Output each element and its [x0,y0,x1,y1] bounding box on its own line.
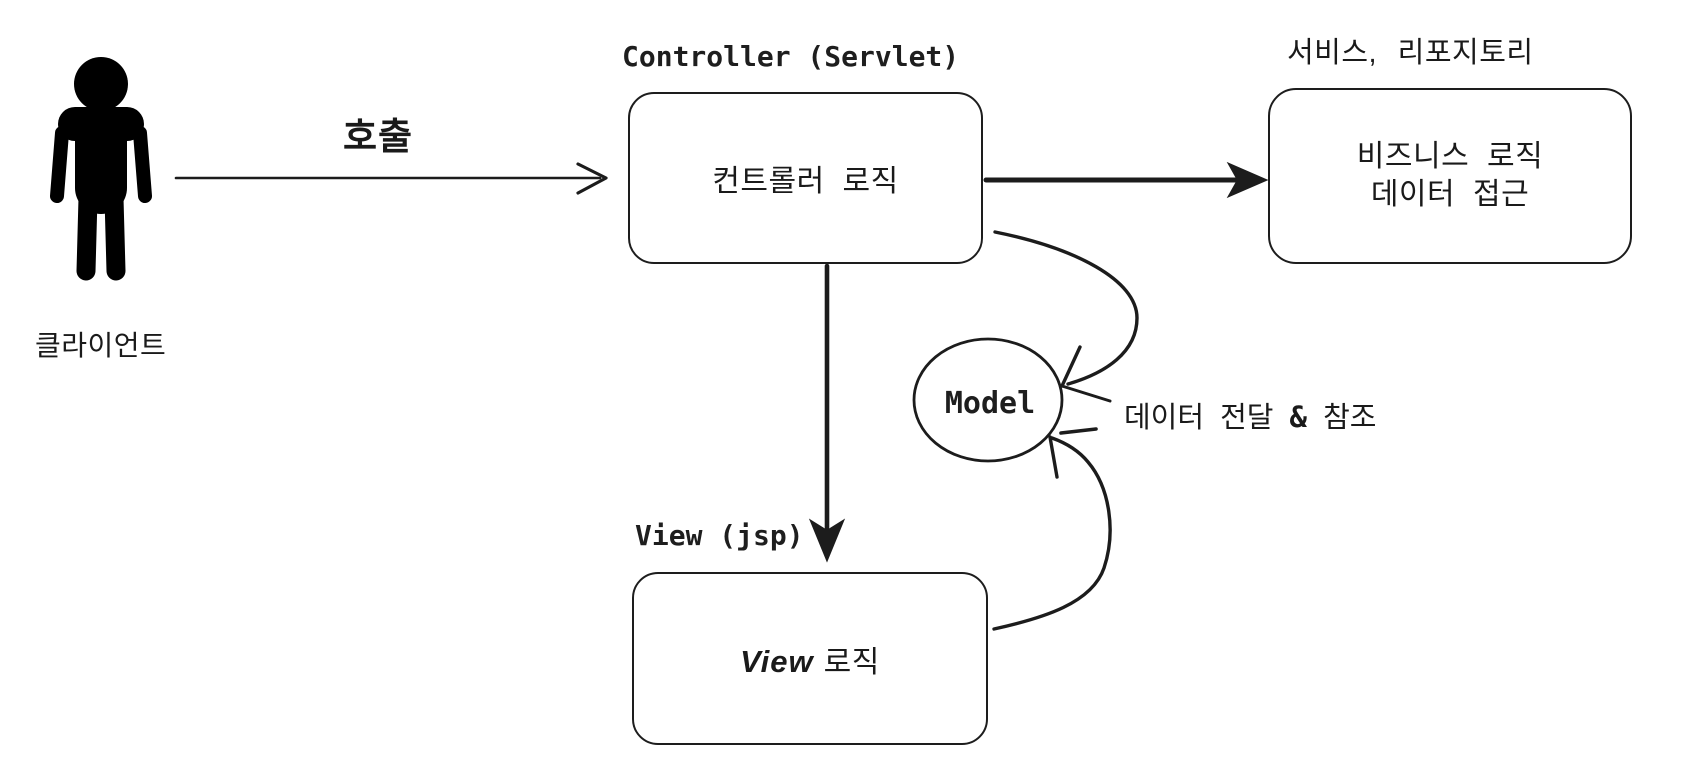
controller-body-text: 컨트롤러 로직 [712,165,899,198]
model-edge-label: 데이터 전달 & 참조 [1124,394,1376,436]
person-right-leg [104,188,126,281]
service-body-line1: 비즈니스 로직 [1356,140,1544,173]
model-edge-label-ampersand: & [1289,400,1307,434]
person-head [74,57,128,111]
view-to-model-arrowhead-barb1 [1048,435,1059,479]
model-label: Model [944,386,1036,421]
view-title: View (jsp) [635,519,804,552]
controller-to-service-arrowhead [1226,161,1269,199]
model-edge-label-pre: 데이터 전달 [1124,402,1274,434]
service-body-text: 비즈니스 로직 데이터 접근 [1357,138,1543,214]
controller-to-view-arrowhead [808,518,846,563]
model-label-leader-line [1060,384,1112,403]
controller-to-model-arrowhead [1060,345,1082,388]
client-label: 클라이언트 [35,330,167,361]
call-arrow [174,162,608,195]
service-body-line2: 데이터 접근 [1370,178,1530,211]
client-person-icon [50,57,152,281]
controller-to-model-arrow [993,230,1139,403]
service-box: 비즈니스 로직 데이터 접근 [1268,88,1632,264]
controller-to-view-arrow [808,263,846,563]
service-title: 서비스, 리포지토리 [1287,37,1534,69]
view-box: View 로직 [632,572,988,745]
person-left-arm [50,126,69,203]
controller-title: Controller (Servlet) [622,40,960,73]
view-body-text: View 로직 [740,637,880,681]
view-to-model-arrow [992,427,1112,631]
controller-to-service-arrow [983,161,1269,199]
call-arrowhead [576,162,608,195]
model-edge-label-post: 참조 [1323,402,1377,434]
person-right-arm [133,126,152,203]
controller-box: 컨트롤러 로직 [628,92,983,264]
view-body-korean: 로직 [823,645,880,679]
view-body-latin: View [740,643,814,679]
call-arrow-label: 호출 [343,116,414,157]
person-left-leg [76,188,98,281]
view-to-model-arrowhead-barb2 [1059,427,1098,435]
